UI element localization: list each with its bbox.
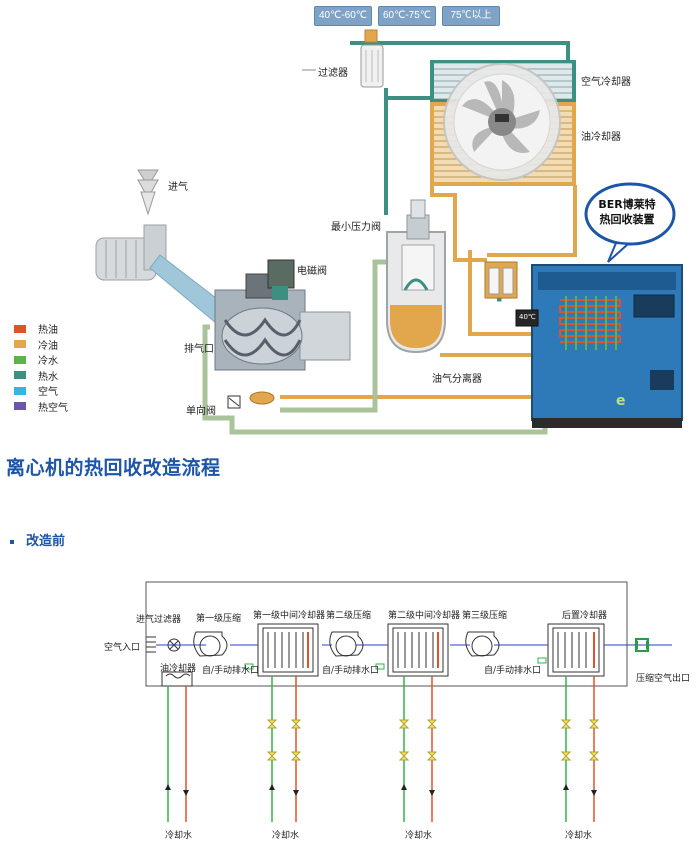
water-valves [266,719,600,761]
legend-swatch [14,324,26,333]
label-drain1: 自/手动排水口 [202,666,260,676]
cold-oil-pipe-3 [468,250,545,336]
legend-label: 冷水 [38,356,58,368]
label-intake-filter: 进气过滤器 [136,615,182,625]
outlet-valve-icon [634,638,650,652]
callout-line1: BER博莱特 [598,198,656,211]
small-oil-cooler-icon [161,671,193,687]
compressor-diagram: e [95,29,683,435]
label-min-pressure-valve: 最小压力阀 [331,222,381,233]
legend-item-air: 空气 [14,383,68,399]
label-drain3: 自/手动排水口 [484,666,542,676]
legend-swatch [14,402,26,411]
intercooler2-icon [387,623,449,677]
intercooler1-icon [257,623,319,677]
label-oil-cooler: 油冷却器 [581,132,621,143]
eco-logo: e [616,393,626,409]
callout-line2: 热回收装置 [599,213,655,226]
label-filter: 过滤器 [318,68,348,79]
legend-swatch [14,386,26,395]
stage1-compressor-icon [193,631,228,657]
return-pipe-2 [372,259,390,300]
label-oil-separator: 油气分离器 [432,374,482,385]
stage2-compressor-icon [329,631,364,657]
temp-display-icon [515,309,539,327]
label-cooling-water-3: 冷却水 [405,831,433,841]
drain-outlets [244,657,547,670]
legend-swatch [14,355,26,364]
label-aftercooler: 后置冷却器 [562,611,608,621]
legend-label: 热油 [38,325,58,337]
label-solenoid-valve: 电磁阀 [297,266,327,277]
callout-text: BER博莱特 热回收装置 [590,192,664,241]
label-check-valve: 单向阀 [186,406,216,417]
legend-label: 热水 [38,371,58,383]
stage3-compressor-icon [465,631,500,657]
heat-exchanger-icon [484,261,518,299]
heat-recovery-box: e [531,264,683,428]
label-cooling-water-2: 冷却水 [272,831,300,841]
legend-label: 空气 [38,387,58,399]
check-valve-icon [227,391,275,409]
legend-item-hot-oil: 热油 [14,321,68,337]
label-cooling-water-1: 冷却水 [165,831,193,841]
hot-water-pipe [350,41,570,60]
cold-oil-pipe-5 [280,385,538,399]
legend-item-cold-water: 冷水 [14,352,68,368]
bullet-icon [10,539,14,544]
hot-water-pipe-2 [384,88,436,100]
section-title: 离心机的热回收改造流程 [6,457,221,479]
flow-boundary [145,581,628,687]
cold-oil-pipe-1 [430,185,487,262]
solenoid-valve-icon [267,259,295,300]
aftercooler-icon [547,623,605,677]
subtitle-text: 改造前 [26,534,66,549]
compressor-icon [214,273,351,371]
legend-item-hot-water: 热水 [14,368,68,384]
label-stage3: 第三级压缩 [462,611,508,621]
legend: 热油 冷油 冷水 热水 空气 热空气 [14,321,68,414]
return-pipe [202,324,548,435]
label-outlet: 压缩空气出口 [636,674,691,684]
temp-badge-high: 75℃以上 [442,6,500,26]
label-oil-cooler: 油冷却器 [160,664,197,674]
temp-badge-mid: 60℃-75℃ [378,6,436,26]
flow-arrows [165,784,597,796]
label-stage1: 第一级压缩 [196,614,242,624]
legend-item-hot-air: 热空气 [14,399,68,415]
flow-diagram [145,581,672,822]
temp-badge-low: 40℃-60℃ [314,6,372,26]
legend-swatch [14,371,26,380]
label-stage2: 第二级压缩 [326,611,372,621]
legend-label: 冷油 [38,340,58,352]
section-subtitle: 改造前 [10,530,65,549]
label-air-cooler: 空气冷却器 [581,77,631,88]
label-intercooler1: 第一级中间冷却器 [253,611,326,621]
cooling-water-lines [167,676,595,822]
label-cooling-water-4: 冷却水 [565,831,593,841]
label-intercooler2: 第二级中间冷却器 [388,611,461,621]
inlet-grille-icon [146,636,156,653]
fan-icon [443,63,561,181]
label-intake: 进气 [168,182,188,193]
label-air-inlet: 空气入口 [104,643,141,653]
filter-icon [360,29,384,88]
cold-oil-pipe-2 [487,185,577,257]
label-exhaust-port: 排气口 [184,344,214,355]
legend-item-cold-oil: 冷油 [14,337,68,353]
intake-arrow-icon [137,169,159,216]
label-drain2: 自/手动排水口 [322,666,380,676]
legend-swatch [14,340,26,349]
temp-display-value: 40℃ [519,313,536,321]
legend-label: 热空气 [38,402,68,414]
callout-bubble [584,182,676,263]
oil-separator-icon [386,199,446,354]
return-pipe-3 [280,300,378,413]
intake-filter-icon [95,224,167,281]
